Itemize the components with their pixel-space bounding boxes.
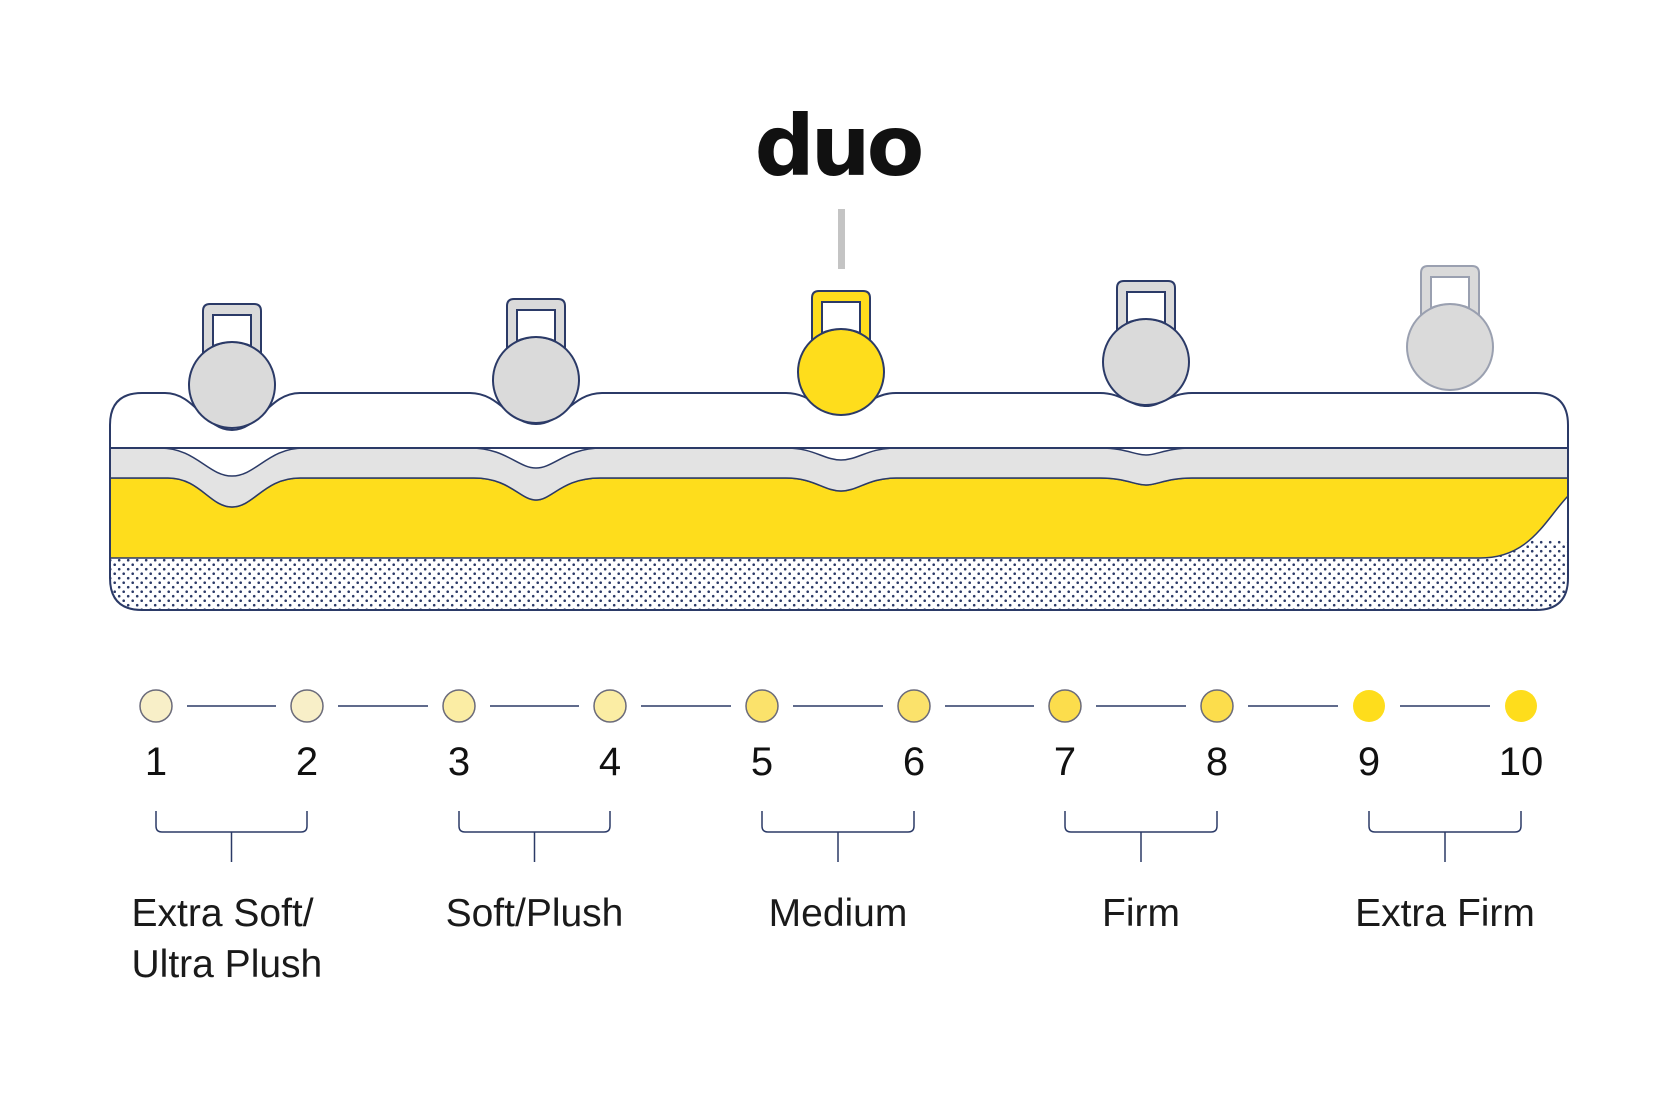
kettlebell-ball xyxy=(1102,318,1190,406)
firmness-dot-3 xyxy=(442,689,476,723)
group-label-line: Extra Firm xyxy=(1355,892,1535,935)
firmness-number: 2 xyxy=(295,740,319,784)
group-bracket xyxy=(458,811,611,862)
firmness-number: 6 xyxy=(902,740,926,784)
kettlebell-handle-opening xyxy=(821,301,861,335)
group-bracket xyxy=(1064,811,1218,862)
firmness-dot-8 xyxy=(1200,689,1234,723)
firmness-number: 4 xyxy=(598,740,622,784)
brand-title: duo xyxy=(754,97,925,195)
firmness-group-label: Extra Firm xyxy=(1285,888,1605,939)
firmness-dot-9 xyxy=(1353,690,1385,722)
kettlebell-handle-opening xyxy=(212,314,252,348)
kettlebell-handle-opening xyxy=(516,309,556,343)
firmness-number: 7 xyxy=(1053,740,1077,784)
firmness-group-label: Extra Soft/Ultra Plush xyxy=(132,888,452,990)
firmness-dot-6 xyxy=(897,689,931,723)
kettlebell-weight-extra-soft xyxy=(188,303,276,429)
kettlebell-handle-opening xyxy=(1126,291,1166,325)
firmness-number: 10 xyxy=(1498,740,1544,784)
kettlebell-handle-opening xyxy=(1430,276,1470,310)
mattress-layers xyxy=(110,447,1568,610)
kettlebell-ball xyxy=(1406,303,1494,391)
firmness-number: 5 xyxy=(750,740,774,784)
firmness-dot-4 xyxy=(593,689,627,723)
firmness-dot-2 xyxy=(290,689,324,723)
kettlebell-weight-soft xyxy=(492,298,580,424)
firmness-dot-5 xyxy=(745,689,779,723)
group-label-line: Medium xyxy=(768,892,908,935)
kettlebell-weight-firm xyxy=(1102,280,1190,406)
group-label-line: Ultra Plush xyxy=(131,943,323,986)
kettlebell-weight-medium xyxy=(797,290,885,416)
pointer-line xyxy=(838,209,845,269)
group-bracket xyxy=(155,811,308,862)
group-label-line: Extra Soft/ xyxy=(131,892,314,935)
group-label-line: Soft/Plush xyxy=(445,892,624,935)
mattress-outline xyxy=(109,440,1569,611)
group-bracket xyxy=(761,811,915,862)
firmness-number: 3 xyxy=(447,740,471,784)
kettlebell-ball xyxy=(188,341,276,429)
kettlebell-weight-extra-firm xyxy=(1406,265,1494,391)
firmness-dot-10 xyxy=(1505,690,1537,722)
firmness-group-label: Medium xyxy=(678,888,998,939)
group-bracket xyxy=(1368,811,1522,862)
kettlebell-ball xyxy=(492,336,580,424)
group-label-line: Firm xyxy=(1102,892,1180,935)
firmness-group-label: Firm xyxy=(981,888,1301,939)
firmness-dot-1 xyxy=(139,689,173,723)
firmness-number: 8 xyxy=(1205,740,1229,784)
firmness-dot-7 xyxy=(1048,689,1082,723)
firmness-group-label: Soft/Plush xyxy=(375,888,695,939)
firmness-number: 9 xyxy=(1357,740,1381,784)
firmness-number: 1 xyxy=(144,740,168,784)
kettlebell-ball xyxy=(797,328,885,416)
comfort-layer xyxy=(110,447,1568,508)
